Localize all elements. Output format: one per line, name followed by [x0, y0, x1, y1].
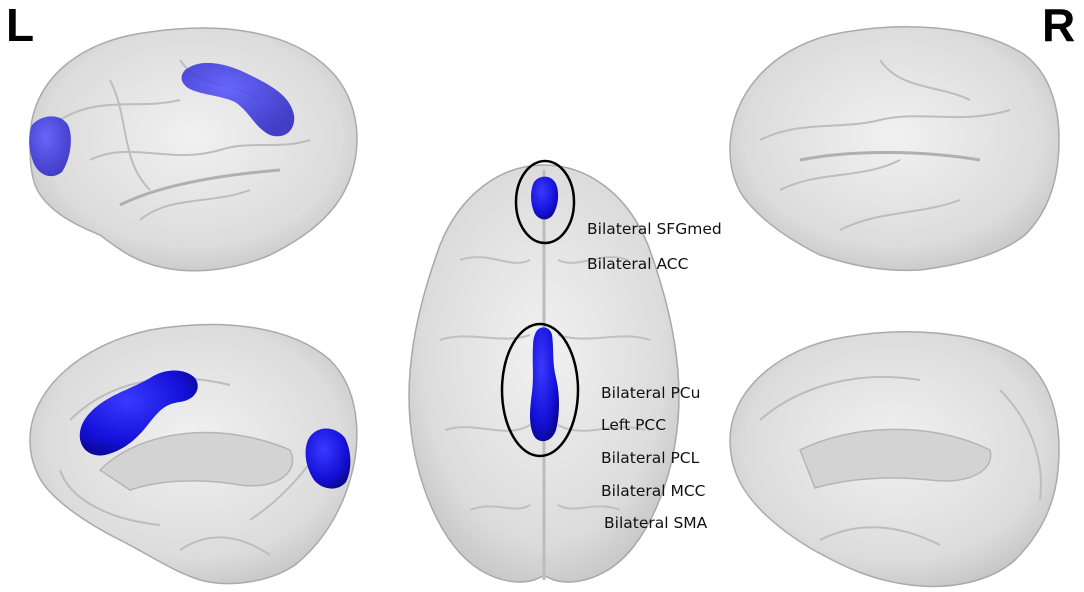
activation-blob: [530, 327, 559, 442]
region-label: Bilateral PCL: [601, 449, 700, 467]
right-hemisphere-label: R: [1042, 0, 1076, 51]
activation-blob: [181, 62, 295, 137]
region-label: Left PCC: [601, 416, 667, 434]
posterior-annotation-ellipse: [500, 322, 580, 458]
activation-blob: [531, 176, 559, 220]
frontal-annotation-ellipse: [514, 159, 576, 245]
axial-view: [408, 159, 680, 583]
left-medial-view: [29, 323, 358, 585]
region-label: Bilateral ACC: [587, 255, 689, 273]
activation-blob: [79, 370, 198, 456]
region-label: Bilateral MCC: [601, 482, 706, 500]
region-label: Bilateral SMA: [604, 514, 708, 532]
right-lateral-view: [729, 26, 1060, 272]
region-label: Bilateral PCu: [601, 384, 701, 402]
right-medial-view: [729, 331, 1060, 588]
region-label: Bilateral SFGmed: [587, 220, 722, 238]
activation-blob: [305, 428, 351, 489]
activation-blob: [29, 116, 71, 177]
left-hemisphere-label: L: [6, 0, 35, 51]
left-lateral-view: [29, 27, 358, 272]
